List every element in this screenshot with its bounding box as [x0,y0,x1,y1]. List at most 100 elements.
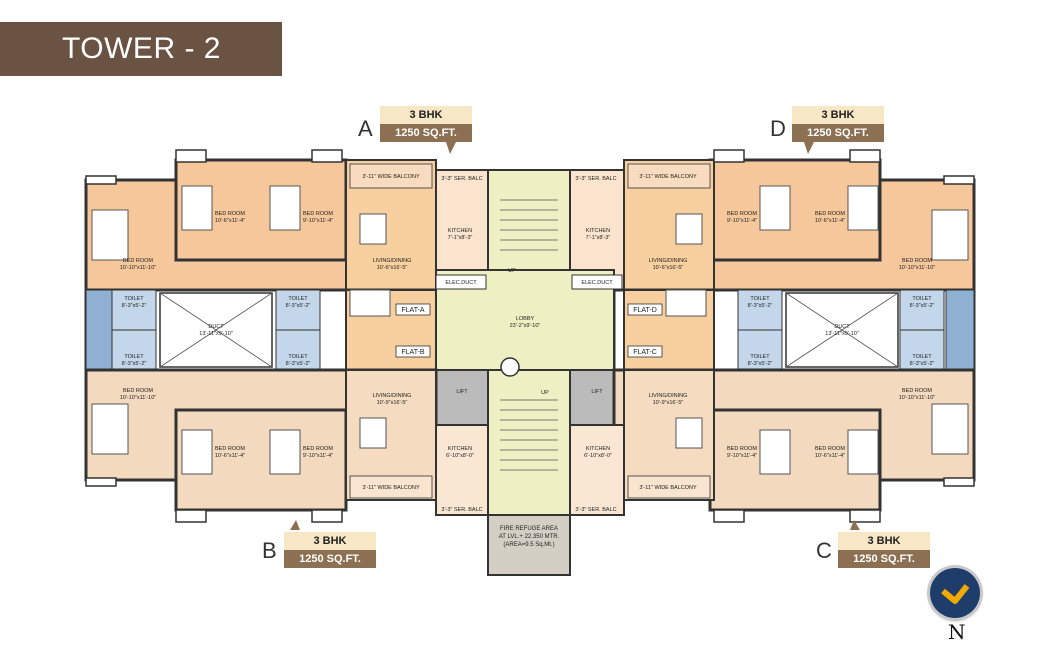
flat-b-letter: B [262,538,277,563]
kitchen-dim: 7'-1"x8'-3" [586,235,611,241]
bedroom-label: BED ROOM [215,211,245,217]
elec-duct-label: ELEC.DUCT [445,280,477,286]
flat-c-area: 1250 SQ.FT. [838,550,930,568]
bedroom-label: BED ROOM [303,446,333,452]
fire-refuge-line-2: AT LVL.+ 22.350 MTR. [499,534,560,540]
flat-d-letter: D [770,116,786,141]
furniture [91,185,969,475]
bedroom-dim: 9'-10"x11'-4" [727,218,757,224]
bedroom-dim: 10'-10"x11'-10" [899,265,936,271]
lift-label: LIFT [456,389,468,395]
bedroom-label: BED ROOM [902,388,932,394]
kitchen-label: KITCHEN [448,228,472,234]
flat-b-type: 3 BHK [284,532,376,550]
toilet-label: TOILET [288,354,308,360]
bedroom-dim: 10'-10"x11'-10" [899,395,936,401]
kitchen-dim: 6'-10"x8'-0" [584,453,612,459]
elec-duct-label: ELEC.DUCT [581,280,613,286]
bedroom-dim: 10'-10"x11'-10" [120,395,157,401]
bedroom-dim: 10'-6"x11'-4" [815,453,845,459]
flat-c-type: 3 BHK [838,532,930,550]
balcony-label: 3'-11" WIDE BALCONY [362,174,420,180]
toilet-dim: 8'-3"x5'-2" [910,361,935,367]
ser-balc-label: 3'-3" SER. BALC [575,176,616,182]
living-dim: 10'-6"x16'-5" [377,265,408,271]
living-label: LIVING/DINING [649,258,688,264]
flat-c-tag: 3 BHK 1250 SQ.FT. [838,532,930,572]
ser-balc-label: 3'-3" SER. BALC [441,176,482,182]
toilet-dim: 8'-3"x5'-2" [748,303,773,309]
kitchen-label: KITCHEN [586,228,610,234]
flat-a-type: 3 BHK [380,106,472,124]
toilet-dim: 8'-3"x5'-2" [910,303,935,309]
flat-b-tag: 3 BHK 1250 SQ.FT. [284,532,376,572]
living-label: LIVING/DINING [373,258,412,264]
flat-c-label: FLAT-C [633,349,657,356]
lift-label: LIFT [591,389,603,395]
bedroom-label: BED ROOM [902,258,932,264]
balcony-label: 3'-11" WIDE BALCONY [639,174,697,180]
kitchen-label: KITCHEN [586,446,610,452]
living-dim: 10'-9"x16'-5" [653,400,684,406]
toilet-dim: 8'-3"x5'-2" [286,303,311,309]
page-title: TOWER - 2 [62,32,221,65]
fire-refuge-line-3: (AREA=9.5 Sq.Mt.) [503,542,554,548]
toilet-dim: 8'-3"x5'-2" [122,303,147,309]
toilet-dim: 8'-3"x5'-2" [748,361,773,367]
toilet-label: TOILET [912,354,932,360]
duct-label: DUCT [834,324,850,330]
bedroom-label: BED ROOM [215,446,245,452]
bedroom-dim: 10'-6"x11'-4" [815,218,845,224]
toilet-dim: 8'-3"x5'-2" [122,361,147,367]
ser-balc-label: 3'-3" SER. BALC [441,507,482,513]
bedroom-dim: 9'-10"x11'-4" [303,218,333,224]
balcony-label: 3'-11" WIDE BALCONY [362,485,420,491]
flat-d-label: FLAT-D [633,307,657,314]
ser-balc-label: 3'-3" SER. BALC [575,507,616,513]
bedroom-label: BED ROOM [727,211,757,217]
north-arrow-icon [930,568,980,618]
bedroom-label: BED ROOM [123,258,153,264]
flat-c-letter: C [816,538,832,563]
bedroom-dim: 9'-10"x11'-4" [727,453,757,459]
balcony-label: 3'-11" WIDE BALCONY [639,485,697,491]
flat-a-letter: A [358,116,373,141]
flat-d-type: 3 BHK [792,106,884,124]
lobby-dim: 23'-2"x9'-10" [510,323,541,329]
flat-d-tag: 3 BHK 1250 SQ.FT. [792,106,884,146]
flat-a-area: 1250 SQ.FT. [380,124,472,142]
flat-b-area: 1250 SQ.FT. [284,550,376,568]
toilet-dim: 8'-3"x5'-2" [286,361,311,367]
bedroom-dim: 9'-10"x11'-4" [303,453,333,459]
toilet-label: TOILET [124,354,144,360]
bedroom-label: BED ROOM [123,388,153,394]
bedroom-label: BED ROOM [815,211,845,217]
up-label: UP [541,390,549,396]
toilet-label: TOILET [124,296,144,302]
toilet-label: TOILET [288,296,308,302]
title-banner: TOWER - 2 [0,22,282,76]
tag-pointers [290,142,860,530]
kitchen-dim: 6'-10"x8'-0" [446,453,474,459]
fire-refuge-line-1: FIRE REFUGE AREA [500,526,558,532]
window-bays [85,149,975,523]
living-dim: 10'-9"x16'-5" [377,400,408,406]
bedroom-dim: 10'-6"x11'-4" [215,453,245,459]
bedroom-label: BED ROOM [815,446,845,452]
toilet-label: TOILET [750,354,770,360]
flat-a-label: FLAT-A [401,307,425,314]
toilet-label: TOILET [912,296,932,302]
kitchen-label: KITCHEN [448,446,472,452]
duct-label: DUCT [208,324,224,330]
middle-band-left [84,288,438,372]
kitchen-dim: 7'-1"x8'-3" [448,235,473,241]
toilet-label: TOILET [750,296,770,302]
north-label: N [948,620,966,644]
bedroom-dim: 10'-6"x11'-4" [215,218,245,224]
bedroom-label: BED ROOM [303,211,333,217]
stair-treads [500,199,558,471]
flat-b-label: FLAT-B [401,349,425,356]
up-label: UP [508,268,516,274]
duct-dim: 13'-11"x9'-10" [825,331,858,337]
